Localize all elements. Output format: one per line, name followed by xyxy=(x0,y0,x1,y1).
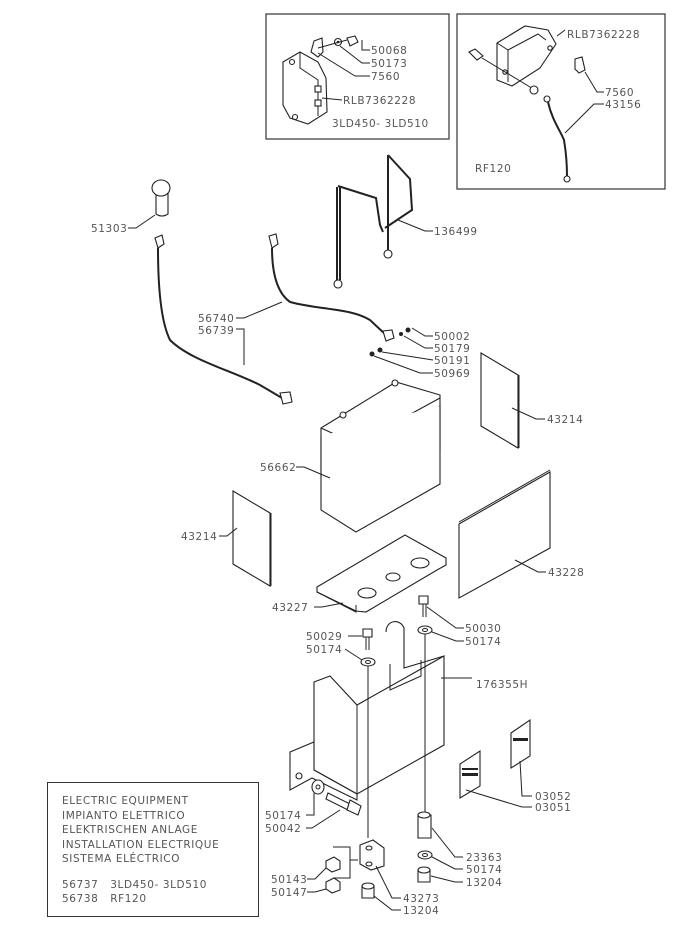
kit-model: 3LD450- 3LD510 xyxy=(110,878,208,891)
terminal-7560 xyxy=(574,56,586,74)
label-50969: 50969 xyxy=(434,368,470,380)
label-50002: 50002 xyxy=(434,331,470,343)
title-line-es: SISTEMA ELÉCTRICO xyxy=(62,853,181,865)
terminal-cap-51303: 51303 xyxy=(91,179,171,235)
label-50191: 50191 xyxy=(434,355,470,367)
inset-model-label: RF120 xyxy=(475,163,511,175)
label-13204-b: 13204 xyxy=(403,905,439,917)
decal-03052: 03052 xyxy=(510,718,571,803)
spacer-stack: 23363 50174 13204 xyxy=(417,811,502,889)
kit-row: 56738 RF120 xyxy=(62,892,258,907)
label-176355h: 176355H xyxy=(476,679,528,691)
label-7560: 7560 xyxy=(605,87,634,99)
base-pad-43227: 43227 xyxy=(272,534,447,614)
cable-eyelet xyxy=(543,95,551,103)
label-23363: 23363 xyxy=(466,852,502,864)
inset-frame xyxy=(265,13,450,140)
label-50030: 50030 xyxy=(465,623,501,635)
tray-fasteners: 50030 50174 50029 50174 xyxy=(306,595,501,667)
label-43227: 43227 xyxy=(272,602,308,614)
battery-cable-56740: 56740 xyxy=(198,233,395,342)
label-rlb7362228: RLB7362228 xyxy=(343,95,416,107)
kit-model: RF120 xyxy=(110,893,147,905)
terminal-hardware: 50002 50179 50191 50969 xyxy=(369,327,470,380)
title-line-it: IMPIANTO ELETTRICO xyxy=(62,809,186,822)
title-line-en: ELECTRIC EQUIPMENT xyxy=(62,795,189,807)
label-51303: 51303 xyxy=(91,223,127,235)
label-50174-d: 50174 xyxy=(466,864,502,876)
label-03051: 03051 xyxy=(535,802,571,814)
inset-model-label: 3LD450- 3LD510 xyxy=(332,118,429,130)
side-bolt-assembly: 50174 50042 xyxy=(265,779,362,835)
label-50173: 50173 xyxy=(371,58,407,70)
label-03052: 03052 xyxy=(535,791,571,803)
label-50068: 50068 xyxy=(371,45,407,57)
washer xyxy=(529,85,539,95)
label-56662: 56662 xyxy=(260,462,296,474)
ground-cable-43156 xyxy=(547,101,568,177)
label-50147: 50147 xyxy=(271,887,307,899)
battery-56662: 56662 xyxy=(260,379,441,533)
label-43156: 43156 xyxy=(605,99,641,111)
decal-03051: 03051 xyxy=(459,749,571,814)
relay-rlb7362228 xyxy=(496,25,557,87)
label-43214-right: 43214 xyxy=(547,414,583,426)
label-50042: 50042 xyxy=(265,823,301,835)
kit-code: 56738 xyxy=(62,893,99,905)
label-13204-a: 13204 xyxy=(466,877,502,889)
label-50174-b: 50174 xyxy=(306,644,342,656)
label-43214-left: 43214 xyxy=(181,531,217,543)
label-43273: 43273 xyxy=(403,893,439,905)
label-136499: 136499 xyxy=(434,226,478,238)
label-50179: 50179 xyxy=(434,343,470,355)
title-line-de: ELEKTRISCHEN ANLAGE xyxy=(62,824,199,836)
kit-code: 56737 xyxy=(62,878,99,891)
label-50174-c: 50174 xyxy=(265,810,301,822)
label-56739: 56739 xyxy=(198,325,234,337)
label-7560: 7560 xyxy=(371,71,400,83)
label-43228: 43228 xyxy=(548,567,584,579)
side-pad-43214-right: 43214 xyxy=(480,352,583,449)
front-pad-43228: 43228 xyxy=(458,469,584,599)
side-pad-43214-left: 43214 xyxy=(181,490,272,587)
relay-rlb7362228 xyxy=(282,51,328,125)
hold-down-rod-136499: 136499 xyxy=(333,154,478,289)
battery-cable-56739: 56739 xyxy=(154,234,293,405)
label-56740: 56740 xyxy=(198,313,234,325)
screw-50068 xyxy=(346,35,359,47)
bracket-assembly: 50143 50147 43273 13204 xyxy=(271,839,439,917)
label-rlb7362228: RLB7362228 xyxy=(567,29,640,41)
label-50174-a: 50174 xyxy=(465,636,501,648)
title-legend-box: ELECTRIC EQUIPMENT IMPIANTO ELETTRICO EL… xyxy=(47,782,259,917)
battery-tray-176355h: 176355H xyxy=(289,621,528,838)
kit-row: 56737 3LD450- 3LD510 xyxy=(62,878,258,893)
title-line-fr: INSTALLATION ELECTRIQUE xyxy=(62,838,220,851)
inset-frame xyxy=(456,13,666,190)
inset-rf120: RLB7362228 7560 43156 RF120 xyxy=(456,13,666,190)
label-50143: 50143 xyxy=(271,874,307,886)
inset-3ld450-3ld510: 50068 50173 7560 RLB7362228 3LD450- 3LD5… xyxy=(265,13,450,140)
label-50029: 50029 xyxy=(306,631,342,643)
screw xyxy=(468,48,484,61)
